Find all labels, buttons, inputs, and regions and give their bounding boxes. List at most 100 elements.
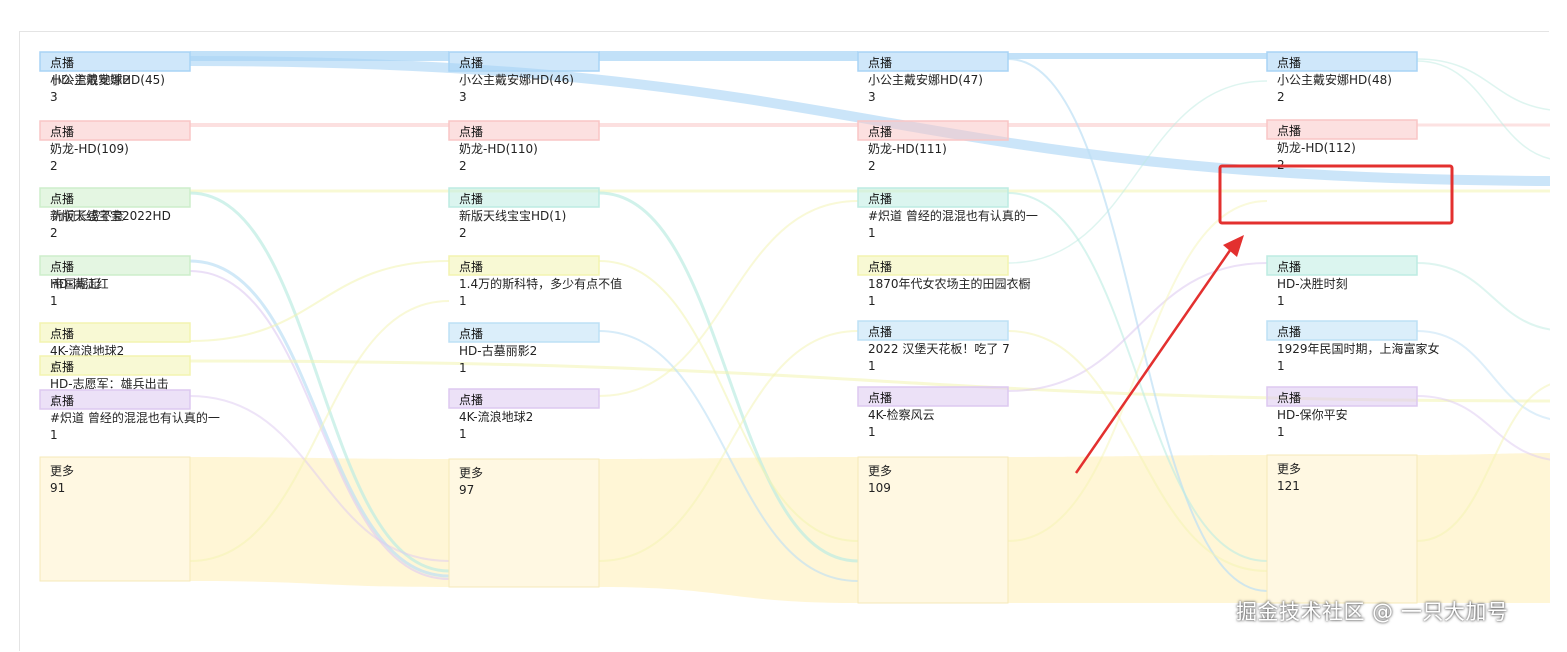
flow-link xyxy=(1416,262,1550,331)
node-value: 3 xyxy=(459,90,467,104)
node-value: 2 xyxy=(1277,90,1285,104)
column-2: 点播小公主戴安娜HD(46)3点播奶龙-HD(110)2点播新版天线宝宝HD(1… xyxy=(448,51,622,588)
node-label: HD-保你平安 xyxy=(1277,407,1348,422)
node-box xyxy=(1266,386,1418,407)
node-label: 1929年民国时期，上海富家女 xyxy=(1277,341,1440,356)
node-type-label: 点播 xyxy=(459,327,483,341)
node-box xyxy=(857,120,1009,141)
node-label: 2022 汉堡天花板！吃了 7 xyxy=(868,341,1010,356)
flow-link xyxy=(598,330,859,582)
flow-link xyxy=(189,300,450,562)
node-value: 1 xyxy=(1277,425,1285,439)
node-value: 121 xyxy=(1277,479,1300,493)
node-type-label: 点播 xyxy=(868,391,892,405)
node-box xyxy=(1266,255,1418,276)
node-type-label: 点播 xyxy=(1277,325,1301,339)
more-flow-band xyxy=(190,457,449,587)
node-label: HD-古墓丽影2 xyxy=(459,343,537,358)
flow-link xyxy=(1007,262,1268,392)
highlight-box xyxy=(1218,164,1454,225)
node-box xyxy=(448,388,600,409)
node-type-label: 点播 xyxy=(50,360,74,374)
node-value: 2 xyxy=(459,159,467,173)
node-box xyxy=(39,120,191,141)
node-box xyxy=(857,51,1009,72)
node-box xyxy=(857,386,1009,407)
node-label: 更多 xyxy=(50,464,74,478)
node-type-label: 点播 xyxy=(50,260,74,274)
flow-link xyxy=(598,260,859,542)
more-flow-band xyxy=(599,457,858,603)
node-box xyxy=(39,322,191,343)
flow-link xyxy=(1007,330,1268,572)
node-box xyxy=(857,255,1009,276)
flow-link xyxy=(598,191,859,563)
node-box xyxy=(39,355,191,376)
flow-link xyxy=(1416,60,1550,160)
node-type-label: 点播 xyxy=(459,192,483,206)
node-box-more xyxy=(39,456,191,582)
node-type-label: 点播 xyxy=(868,260,892,274)
flow-link xyxy=(1007,80,1268,264)
node-value: 2 xyxy=(50,226,58,240)
flow-link xyxy=(189,259,450,578)
node-label: 4K-流浪地球2 xyxy=(459,409,533,424)
node-box xyxy=(857,320,1009,341)
flow-link xyxy=(189,260,450,342)
node-box xyxy=(1266,51,1418,72)
node-value: 97 xyxy=(459,483,474,497)
node-type-label: 点播 xyxy=(50,56,74,70)
node-type-label: 点播 xyxy=(868,192,892,206)
node-box xyxy=(1266,119,1418,140)
node-label: 新版天线宝宝HD(1) xyxy=(459,208,566,223)
node-value: 1 xyxy=(1277,294,1285,308)
node-box xyxy=(1266,320,1418,341)
node-value: 2 xyxy=(50,159,58,173)
node-box xyxy=(448,120,600,141)
sankey-chart: 点播HD-流浪地球2小公主戴安娜HD(45)3点播奶龙-HD(109)2点播为何… xyxy=(39,50,1550,604)
node-type-label: 点播 xyxy=(868,125,892,139)
node-value: 1 xyxy=(459,294,467,308)
node-box xyxy=(448,187,600,208)
node-label: #炽道 曾经的混混也有认真的一 xyxy=(868,208,1038,223)
node-type-label: 点播 xyxy=(1277,56,1301,70)
node-label: HD-满江红 xyxy=(50,276,109,291)
node-value: 1 xyxy=(459,361,467,375)
column-1: 点播HD-流浪地球2小公主戴安娜HD(45)3点播奶龙-HD(109)2点播为何… xyxy=(39,51,220,582)
node-value: 91 xyxy=(50,481,65,495)
node-label: 更多 xyxy=(1277,462,1301,476)
node-value: 1 xyxy=(868,226,876,240)
node-value: 1 xyxy=(1277,359,1285,373)
node-box-more xyxy=(857,456,1009,604)
node-type-label: 点播 xyxy=(459,260,483,274)
node-label: 1870年代女农场主的田园衣橱 xyxy=(868,276,1031,291)
node-type-label: 点播 xyxy=(50,327,74,341)
flow-link xyxy=(1007,58,1268,592)
flow-link xyxy=(1416,395,1550,461)
node-value: 1 xyxy=(868,294,876,308)
node-value: 1 xyxy=(50,428,58,442)
node-label: 1.4万的斯科特，多少有点不值 xyxy=(459,276,622,291)
node-box xyxy=(39,51,191,72)
flow-link xyxy=(1416,330,1550,420)
flow-link xyxy=(189,270,450,580)
node-label: 小公主戴安娜HD(46) xyxy=(459,72,574,87)
flow-link xyxy=(598,330,859,562)
node-value: 1 xyxy=(459,427,467,441)
node-label: #炽道 曾经的混混也有认真的一 xyxy=(50,410,220,425)
node-label: 小公主戴安娜HD(45) xyxy=(50,72,165,87)
node-value: 109 xyxy=(868,481,891,495)
node-label: 新版天线宝宝2022HD xyxy=(50,208,171,223)
node-type-label: 点播 xyxy=(1277,124,1301,138)
node-label: 4K-流浪地球2 xyxy=(50,343,124,358)
node-label: 奶龙-HD(111) xyxy=(868,142,947,156)
node-box-more xyxy=(448,458,600,588)
node-box xyxy=(448,322,600,343)
node-value: 3 xyxy=(50,90,58,104)
node-box xyxy=(448,51,600,72)
node-type-label: 点播 xyxy=(1277,260,1301,274)
node-value: 1 xyxy=(868,359,876,373)
node-type-label: 点播 xyxy=(459,56,483,70)
node-value: 3 xyxy=(868,90,876,104)
